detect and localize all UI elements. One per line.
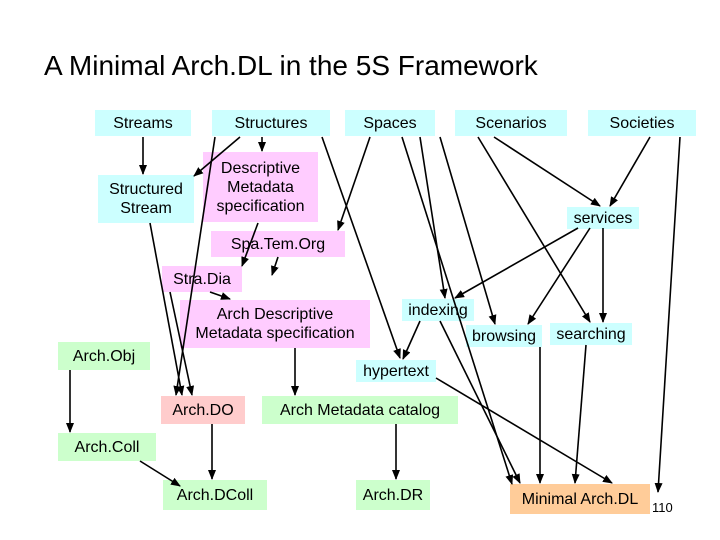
node-indexing: indexing xyxy=(402,299,474,321)
arrow-spaces-spatemorg xyxy=(337,136,371,231)
arrow-descriptive-metadata-stradia xyxy=(241,222,259,267)
arrow-structured-stream-archdo xyxy=(149,222,185,396)
arrow-spaces-hypertext xyxy=(321,136,401,359)
node-archdr: Arch.DR xyxy=(356,480,430,510)
arrow-scenarios-indexing xyxy=(419,136,448,299)
slide-title: A Minimal Arch.DL in the 5S Framework xyxy=(44,50,538,81)
arrow-spatemorg-stradia xyxy=(271,256,279,276)
node-arch-descriptive-metadata-spec: Arch Descriptive Metadata specification xyxy=(180,300,370,348)
arrow-societies-services xyxy=(609,136,651,207)
node-stradia: Stra.Dia xyxy=(162,266,242,292)
node-scenarios: Scenarios xyxy=(455,110,567,136)
node-arch-metadata-catalog: Arch Metadata catalog xyxy=(262,396,458,424)
node-archobj: Arch.Obj xyxy=(58,342,150,370)
arrow-hypertext-minimal-archdl xyxy=(435,377,613,484)
arrow-scenarios-browsing xyxy=(439,136,497,325)
node-services: services xyxy=(567,207,639,229)
page-number: 110 xyxy=(652,500,673,515)
arrow-searching-minimal-archdl xyxy=(571,344,587,484)
node-descriptive-metadata-spec: Descriptive Metadata specification xyxy=(203,152,318,222)
node-spatemorg: Spa.Tem.Org xyxy=(211,231,345,257)
arrow-structures-structured-stream xyxy=(193,136,241,177)
node-spaces: Spaces xyxy=(345,110,435,136)
node-browsing: browsing xyxy=(466,325,542,347)
arrow-archcoll-archdcoll xyxy=(139,460,181,487)
node-searching: searching xyxy=(550,323,632,345)
node-structured-stream: Structured Stream xyxy=(98,175,194,223)
node-societies: Societies xyxy=(588,110,696,136)
arrow-indexing-hypertext xyxy=(402,320,421,360)
arrow-indexing-minimal-archdl xyxy=(439,320,521,484)
arrow-scenarios-services xyxy=(493,136,601,207)
node-hypertext: hypertext xyxy=(356,360,436,382)
arrow-services-indexing xyxy=(454,227,579,299)
node-streams: Streams xyxy=(95,110,191,136)
arrow-scenarios-searching xyxy=(477,136,591,323)
node-archcoll: Arch.Coll xyxy=(58,433,156,461)
arrow-scenarios-minimal-archdl xyxy=(401,136,514,485)
node-minimal-archdl: Minimal Arch.DL xyxy=(510,484,650,514)
node-archdo: Arch.DO xyxy=(161,396,245,424)
arrow-stradia-archdo xyxy=(169,291,195,396)
arrow-services-browsing xyxy=(527,227,591,325)
arrow-societies-minimal-archdl xyxy=(654,136,681,493)
node-structures: Structures xyxy=(212,110,330,136)
arrow-stradia-arch-descriptive-metadata xyxy=(209,291,231,300)
